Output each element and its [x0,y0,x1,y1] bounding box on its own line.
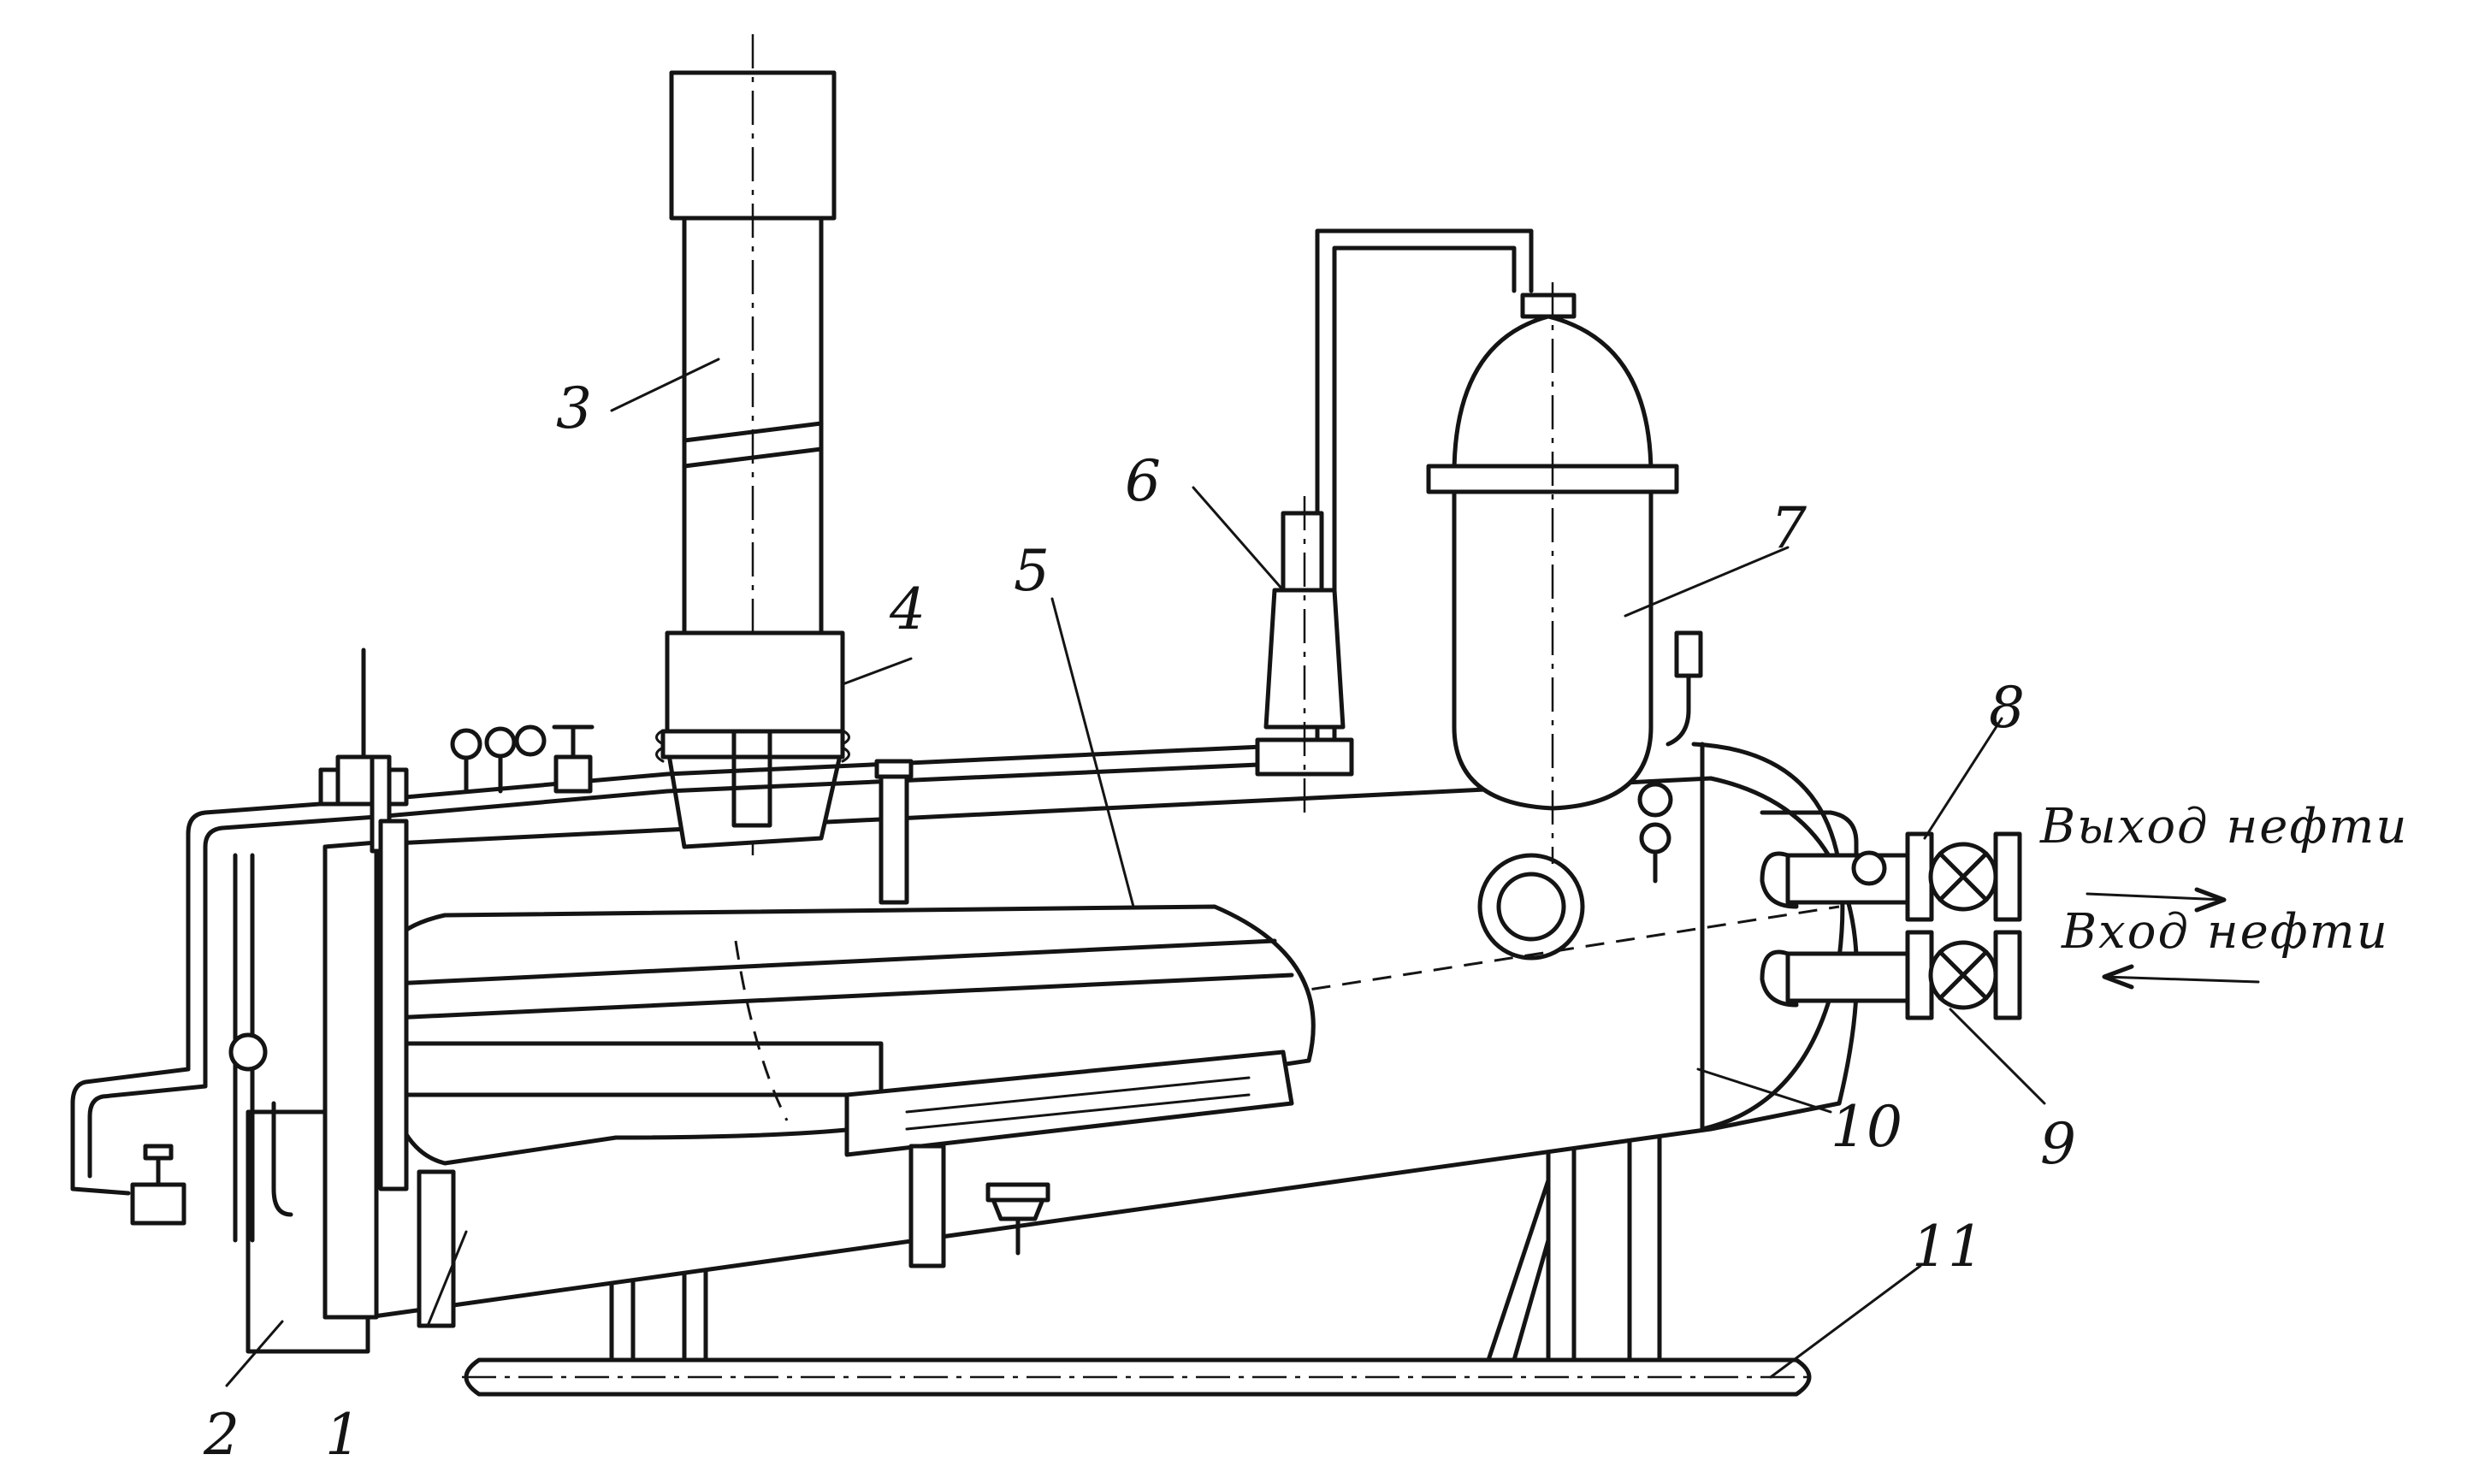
burner-tubes [378,759,914,1191]
callout-8: 8 [1989,675,2025,741]
callout-5: 5 [1014,538,1050,604]
outlet-caption: Выход нефти [2039,799,2408,854]
callout-3: 3 [556,375,592,441]
flow-captions: Выход нефти Вход нефти [2039,799,2408,960]
chimney-base-coupling [655,630,850,849]
shutoff-valve [552,724,595,794]
base-skid [462,1357,1813,1397]
fuel-gas-piping [70,228,1534,1226]
callout-10: 10 [1831,1094,1902,1160]
gas-separator [1426,282,1703,884]
oil-outlet-nozzle [1760,810,2022,922]
chimney [669,34,837,855]
callout-6: 6 [1125,448,1161,514]
callout-1: 1 [325,1402,361,1468]
oil-inlet-nozzle [1760,930,2022,1020]
sight-glass-column [228,853,293,1243]
leader-lines [225,358,2046,1387]
callout-4: 4 [889,576,926,642]
flow-arrows [2086,887,2260,990]
callout-11: 11 [1912,1214,1984,1280]
safety-valve [1255,496,1354,821]
callout-7: 7 [1771,495,1807,561]
fire-tube-heater [379,904,1316,1166]
pressure-gauges [450,724,547,794]
inlet-caption: Вход нефти [2061,904,2389,960]
drain-nozzles [417,1144,1050,1328]
callout-2: 2 [203,1402,240,1468]
callout-9: 9 [2040,1111,2076,1177]
callout-labels: 1 2 3 4 5 6 7 8 9 10 11 [203,375,2076,1468]
